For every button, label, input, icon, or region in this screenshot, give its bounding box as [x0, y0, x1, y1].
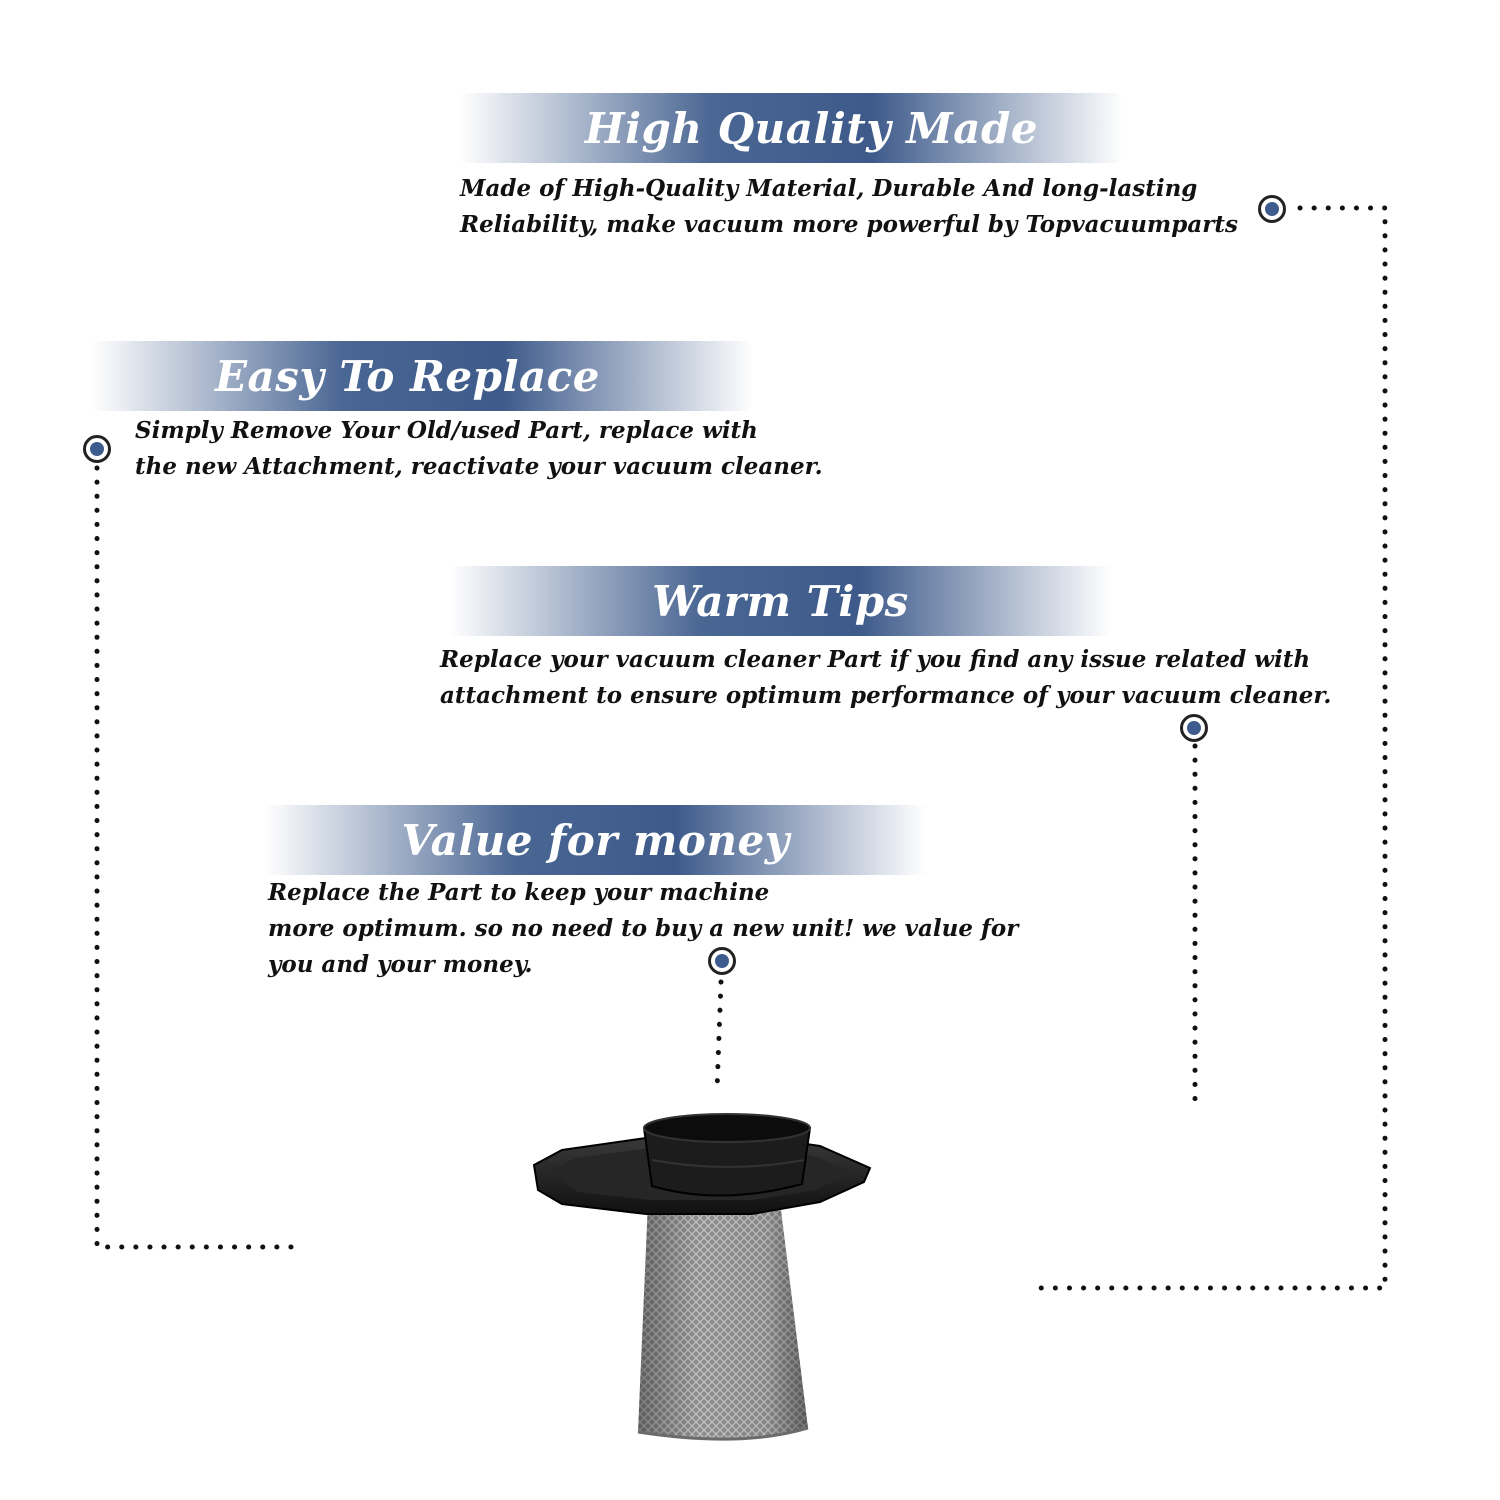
description-line: the new Attachment, reactivate your vacu… [135, 453, 823, 480]
marker-dot-icon [1180, 714, 1208, 742]
banner-warm-tips: Warm Tips [450, 566, 1111, 636]
vacuum-filter-image [532, 1113, 872, 1441]
banner-value-money: Value for money [265, 805, 926, 875]
banner-easy-replace: Easy To Replace [92, 341, 753, 411]
description-line: Reliability, make vacuum more powerful b… [460, 211, 1238, 238]
connector-easy-replace [94, 465, 295, 1250]
marker-dot-icon [708, 947, 736, 975]
description-value-money: Replace the Part to keep your machine mo… [268, 875, 1018, 983]
description-line: Simply Remove Your Old/used Part, replac… [135, 417, 758, 444]
marker-dot-icon [1258, 195, 1286, 223]
description-line: more optimum. so no need to buy a new un… [268, 915, 1019, 942]
section-title: Warm Tips [652, 576, 909, 626]
description-line: Made of High-Quality Material, Durable A… [460, 175, 1198, 202]
section-title: Easy To Replace [215, 351, 600, 401]
marker-dot-icon [83, 435, 111, 463]
section-title: High Quality Made [584, 103, 1039, 153]
description-line: Replace the Part to keep your machine [268, 879, 770, 906]
connector-value [714, 979, 724, 1093]
description-line: attachment to ensure optimum performance… [440, 682, 1332, 709]
description-easy-replace: Simply Remove Your Old/used Part, replac… [135, 413, 823, 485]
connector-high-quality [1032, 205, 1388, 1291]
description-warm-tips: Replace your vacuum cleaner Part if you … [440, 642, 1331, 714]
section-title: Value for money [401, 815, 790, 865]
description-line: you and your money. [268, 951, 533, 978]
description-high-quality: Made of High-Quality Material, Durable A… [460, 171, 1238, 243]
banner-high-quality: High Quality Made [460, 93, 1123, 163]
description-line: Replace your vacuum cleaner Part if you … [440, 646, 1311, 673]
